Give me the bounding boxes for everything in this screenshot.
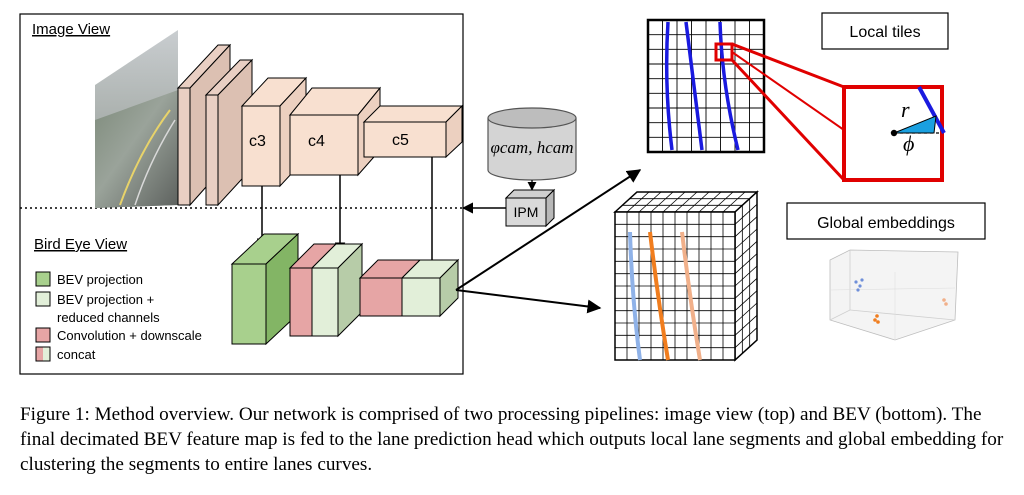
local-tiles-lanes: [664, 21, 740, 151]
grid-line: [734, 265, 758, 287]
figure-caption: Figure 1: Method overview. Our network i…: [20, 404, 1004, 475]
grid-line: [734, 228, 758, 250]
early-conv-blocks: [176, 43, 254, 207]
global-embeddings-box: [786, 202, 986, 240]
grid-line: [734, 241, 758, 262]
grid-line: [734, 290, 758, 311]
zoom-line-bottom: [730, 58, 846, 182]
bev-grid-cube: [613, 190, 759, 362]
legend-swatch-bev: [35, 271, 51, 287]
grid-line: [722, 191, 746, 213]
grid-line: [686, 191, 710, 213]
grid-line: [698, 191, 722, 213]
camera-image: [95, 30, 178, 208]
global-embeddings-plot: [829, 249, 959, 341]
camera-params-cylinder: φcam, hcam: [487, 107, 577, 181]
legend-label-concat: concat: [57, 347, 96, 362]
to-local-tiles-arrow: [455, 169, 642, 291]
local-tiles-box: [821, 12, 949, 50]
grid-line: [710, 191, 734, 213]
grid-line: [650, 191, 674, 213]
legend-label-bev: BEV projection: [57, 272, 143, 287]
concat-block-1: [288, 242, 364, 338]
grid-line: [734, 302, 758, 324]
legend-swatch-concat-right: [43, 347, 50, 361]
bird-eye-view-title: Bird Eye View: [34, 236, 127, 253]
grid-line: [734, 216, 758, 237]
grid-line: [734, 315, 758, 336]
legend-swatch-bev-reduced: [35, 291, 51, 307]
grid-line: [734, 253, 758, 274]
grid-line: [674, 191, 698, 213]
legend-label-conv: Convolution + downscale: [57, 328, 202, 343]
camera-params-label: φcam, hcam: [490, 138, 573, 157]
legend-swatch-conv: [35, 327, 51, 343]
legend-label-bev-reduced: BEV projection +: [57, 292, 154, 307]
concat-block-2: [358, 258, 460, 318]
to-bev-grid-arrow: [455, 289, 602, 314]
grid-line: [662, 191, 686, 213]
c3-label: c3: [249, 133, 266, 150]
image-view-title: Image View: [32, 21, 110, 38]
outer-frame: [19, 13, 464, 375]
global-embeddings-label: Global embeddings: [817, 215, 955, 232]
grid-line: [734, 327, 758, 348]
zoomed-tile: r ϕ: [842, 85, 946, 182]
legend-swatch-concat-border: [35, 346, 51, 362]
c5-block: c5: [362, 104, 464, 159]
zoom-line-top: [731, 42, 845, 89]
r-label: r: [901, 97, 910, 122]
grid-line: [626, 191, 650, 213]
ipm-label: IPM: [514, 204, 539, 220]
legend: BEV projection BEV projection + reduced …: [35, 271, 202, 362]
local-tiles-label: Local tiles: [849, 24, 920, 41]
grid-line: [638, 191, 662, 213]
c5-label: c5: [392, 132, 409, 149]
bev-projection-block: [230, 232, 300, 346]
phi-label: ϕ: [903, 131, 914, 156]
grid-line: [734, 278, 758, 299]
grid-line: [734, 204, 758, 225]
method-overview-diagram: Image View Bird Eye View c3 c4 c5: [19, 12, 986, 375]
legend-swatch-concat-left: [36, 347, 43, 361]
zoom-line-mid: [731, 51, 845, 131]
legend-label-bev-reduced-2: reduced channels: [57, 310, 160, 325]
ipm-box: IPM: [504, 188, 556, 228]
c4-label: c4: [308, 133, 325, 150]
